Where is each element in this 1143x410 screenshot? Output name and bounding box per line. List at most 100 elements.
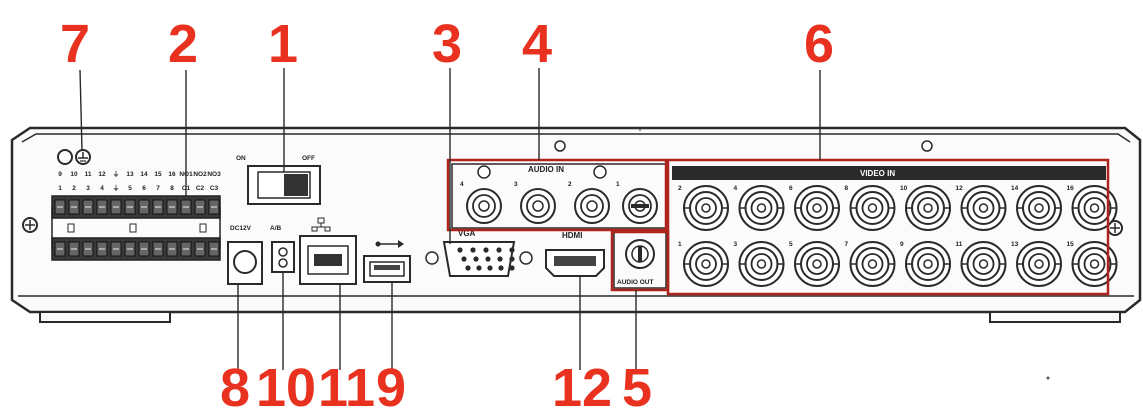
- terminal-bottom-label: 3: [86, 185, 90, 192]
- audio-in-jack[interactable]: [622, 188, 658, 224]
- terminal-bottom-label: 8: [170, 185, 174, 192]
- video-channel-label: 9: [900, 241, 904, 248]
- terminal-bottom-label: C2: [196, 185, 205, 192]
- video-in-label: VIDEO IN: [860, 169, 895, 178]
- callout-11: 11: [318, 358, 375, 410]
- video-channel-label: 2: [678, 185, 682, 192]
- terminal-top-label: 14: [140, 171, 148, 178]
- video-bnc-jack[interactable]: [1071, 185, 1118, 231]
- video-bnc-jack[interactable]: [1016, 185, 1062, 231]
- callout-4: 4: [522, 14, 552, 74]
- video-channel-label: 15: [1067, 241, 1075, 248]
- switch-on-label: ON: [236, 155, 246, 162]
- video-channel-label: 1: [678, 241, 682, 248]
- terminal-bottom-label: 4: [100, 185, 104, 192]
- audio-out-port[interactable]: AUDIO OUT: [613, 231, 667, 289]
- callout-10: 10: [256, 358, 316, 410]
- video-bnc-jack[interactable]: [683, 241, 729, 287]
- audio-in-jack[interactable]: [574, 188, 610, 224]
- callout-numbers: 7 2 1 3 4 6 8 10 11 9 12 5: [60, 14, 834, 410]
- terminal-bottom-label: C3: [210, 185, 219, 192]
- callout-6: 6: [804, 14, 834, 74]
- ab-label: A/B: [270, 225, 282, 232]
- video-channel-label: 14: [1011, 185, 1019, 192]
- screw-icon: [921, 140, 933, 152]
- video-bnc-jack[interactable]: [1071, 241, 1118, 287]
- terminal-top-label: NO3: [207, 171, 221, 178]
- video-bnc-jack[interactable]: [849, 185, 896, 231]
- network-icon: [311, 217, 331, 232]
- dc12v-power-jack[interactable]: DC12V: [227, 225, 263, 285]
- video-bnc-jack[interactable]: [738, 241, 785, 287]
- callout-2: 2: [168, 14, 198, 74]
- vga-label: VGA: [458, 229, 476, 238]
- audio-in-jack[interactable]: [520, 188, 556, 224]
- callout-8: 8: [220, 358, 250, 410]
- video-bnc-jack[interactable]: [738, 185, 785, 231]
- terminal-top-label: 12: [98, 171, 106, 178]
- callout-9: 9: [376, 358, 406, 410]
- video-bnc-jack[interactable]: [960, 185, 1007, 231]
- terminal-bottom-label: 1: [58, 185, 62, 192]
- video-channel-label: 12: [956, 185, 964, 192]
- video-bnc-jack[interactable]: [794, 185, 840, 231]
- usb-icon: [375, 240, 404, 248]
- video-bnc-jack[interactable]: [794, 241, 840, 287]
- video-channel-label: 5: [789, 241, 793, 248]
- dc12v-label: DC12V: [230, 225, 252, 232]
- video-bnc-jack[interactable]: [1016, 241, 1062, 287]
- terminal-bottom-label: 5: [128, 185, 132, 192]
- audio-in-label: AUDIO IN: [528, 165, 564, 174]
- video-channel-label: 8: [845, 185, 849, 192]
- terminal-bottom-label: 2: [72, 185, 76, 192]
- highlight-boxes: [446, 158, 1110, 296]
- video-channel-label: 16: [1067, 185, 1075, 192]
- terminal-bottom-label: ⏚: [113, 184, 120, 192]
- ethernet-port[interactable]: [299, 217, 357, 285]
- terminal-top-label: 16: [168, 171, 176, 178]
- video-channel-label: 7: [845, 241, 849, 248]
- hdmi-port[interactable]: HDMI: [545, 231, 605, 277]
- audio-in-channel-label: 2: [568, 181, 572, 188]
- callout-7: 7: [60, 14, 90, 74]
- terminal-top-label: 10: [70, 171, 78, 178]
- video-channel-label: 3: [734, 241, 738, 248]
- video-bnc-jack[interactable]: [960, 241, 1007, 287]
- audio-in-channel-label: 3: [514, 181, 518, 188]
- terminal-bottom-label: 7: [156, 185, 160, 192]
- video-bnc-jack[interactable]: [905, 185, 951, 231]
- callout-3: 3: [432, 14, 462, 74]
- audio-in-jack[interactable]: [466, 188, 502, 224]
- video-channel-label: 10: [900, 185, 908, 192]
- callout-5: 5: [622, 358, 652, 410]
- video-bnc-jack[interactable]: [683, 185, 729, 231]
- terminal-top-label: 13: [126, 171, 134, 178]
- ground-terminal: [57, 149, 91, 165]
- terminal-top-label: 11: [85, 171, 92, 178]
- video-channel-label: 4: [734, 185, 738, 192]
- video-bnc-jack[interactable]: [905, 241, 951, 287]
- rs485-port[interactable]: A/B: [270, 225, 295, 273]
- usb-port[interactable]: [363, 240, 411, 283]
- hdmi-label: HDMI: [562, 231, 582, 240]
- callout-12: 12: [552, 358, 612, 410]
- terminal-top-label: 9: [58, 171, 62, 178]
- video-channel-label: 6: [789, 185, 793, 192]
- callout-1: 1: [268, 14, 298, 74]
- audio-in-channel-label: 1: [616, 181, 620, 188]
- switch-off-label: OFF: [302, 155, 315, 162]
- terminal-top-label: NO2: [193, 171, 207, 178]
- vga-port[interactable]: VGA: [425, 229, 533, 277]
- terminal-top-label: ⏚: [113, 170, 120, 178]
- audio-in-highlight: [446, 158, 668, 232]
- video-channel-label: 13: [1011, 241, 1019, 248]
- audio-out-label: AUDIO OUT: [617, 279, 654, 286]
- leader-lines: [79, 68, 821, 370]
- video-in-highlight: [666, 158, 1110, 296]
- video-bnc-jack[interactable]: [849, 241, 896, 287]
